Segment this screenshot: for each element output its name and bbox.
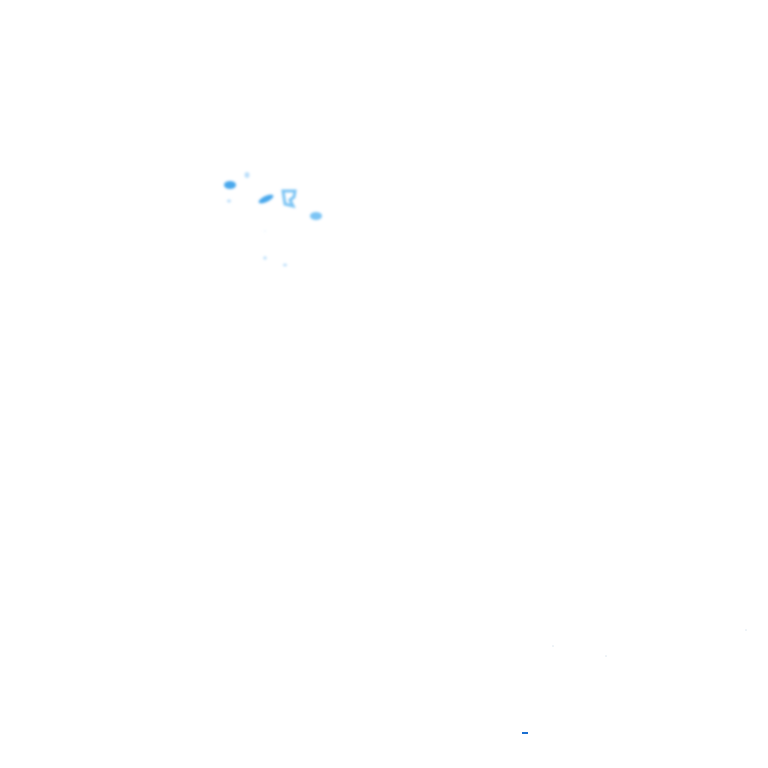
blue-speck — [224, 181, 236, 189]
blue-dash — [522, 732, 528, 734]
blue-speck — [283, 263, 287, 267]
blue-speck — [264, 230, 266, 232]
faint-dot — [605, 655, 607, 657]
blue-speck — [281, 189, 297, 209]
blue-speck — [258, 194, 274, 204]
blue-speck — [310, 212, 322, 220]
blue-speck — [244, 172, 250, 178]
blue-speck — [227, 199, 231, 203]
faint-dot — [745, 629, 747, 631]
faint-dot — [552, 645, 554, 647]
blue-speck — [263, 256, 267, 260]
